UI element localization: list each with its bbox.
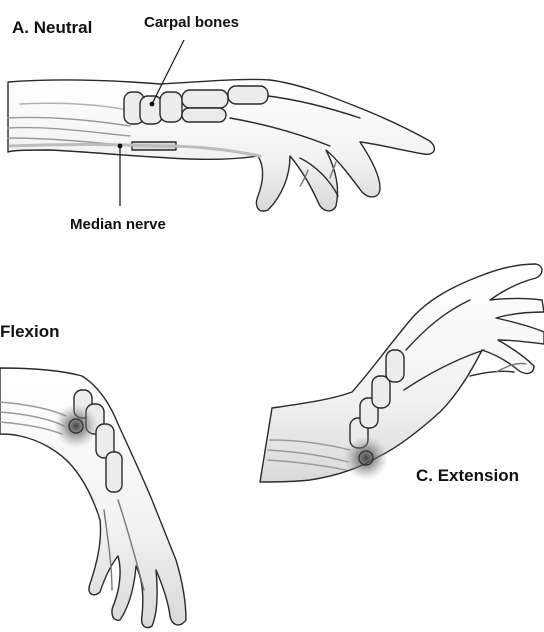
flexion-hand-illustration — [0, 368, 186, 628]
panel-b-title: Flexion — [0, 322, 60, 342]
median-nerve-label: Median nerve — [70, 216, 166, 233]
median-nerve-pointer — [118, 144, 123, 149]
carpal-bones-label: Carpal bones — [144, 14, 239, 31]
extension-hand-illustration — [260, 264, 544, 482]
flexion-compression-point — [54, 404, 98, 448]
extension-compression-point — [344, 436, 388, 480]
panel-a-title: A. Neutral — [12, 18, 92, 38]
carpal-bones-pointer — [150, 102, 155, 107]
panel-c-title: C. Extension — [416, 466, 519, 486]
neutral-hand-illustration — [8, 79, 434, 211]
